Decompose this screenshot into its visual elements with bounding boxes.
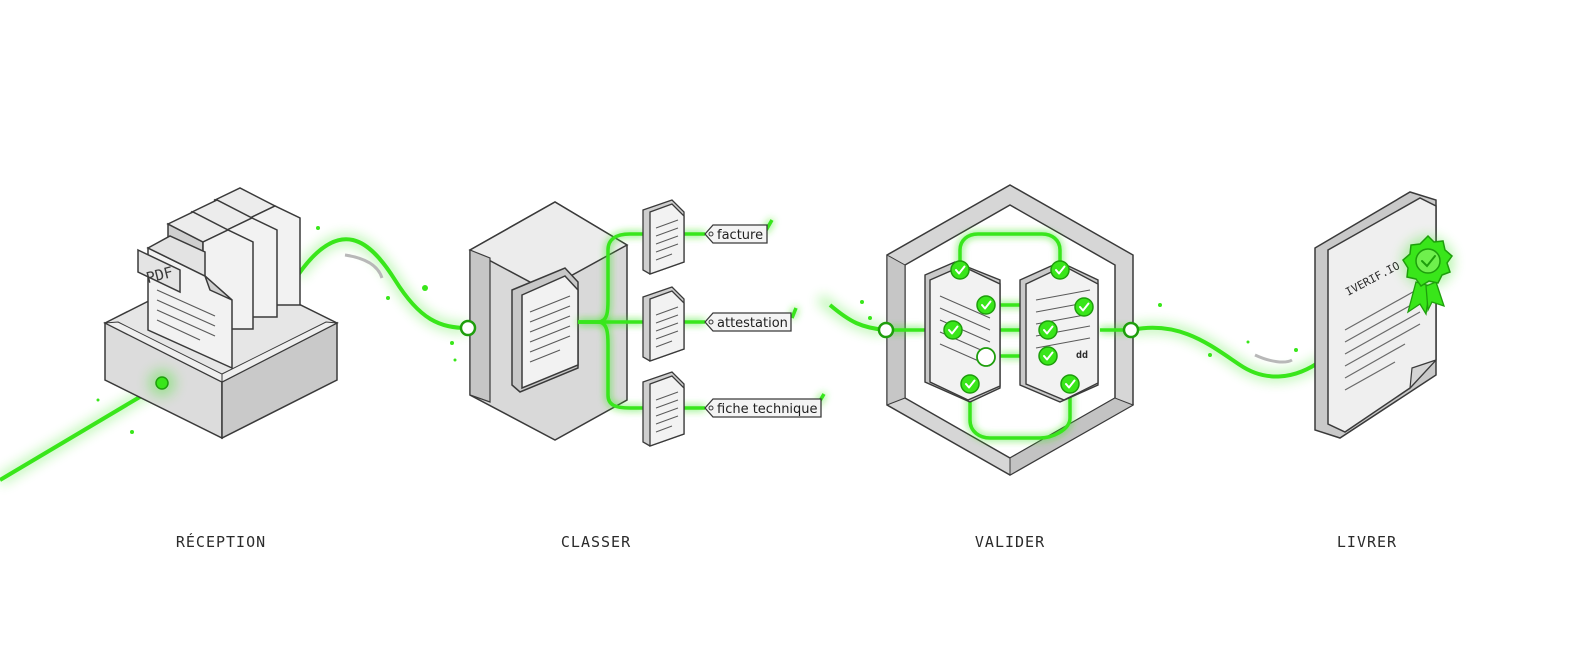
checkmark-icon — [943, 320, 963, 340]
classify-block — [459, 201, 826, 441]
stage-label-classer: CLASSER — [560, 533, 632, 551]
validate-doc-right — [1019, 261, 1099, 403]
checkmark-icon — [1038, 320, 1058, 340]
reception-tray: PDF — [103, 187, 339, 440]
tag-label: fiche technique — [717, 402, 818, 417]
checkmark-icon — [960, 374, 980, 394]
checkmark-icon — [1050, 260, 1070, 280]
stage-label-livrer: LIVRER — [1336, 533, 1398, 551]
doc-mark-right: dd — [1076, 350, 1088, 361]
checkmark-icon — [976, 295, 996, 315]
tag-attestation: attestation — [704, 312, 792, 332]
entry-port — [155, 376, 169, 390]
validate-output-node — [1122, 321, 1140, 339]
checkmark-icon — [1060, 374, 1080, 394]
award-badge-icon — [1402, 234, 1454, 316]
flow-lines — [0, 226, 1325, 485]
delivered-document: IVERIF.IO — [1314, 191, 1454, 439]
tag-fiche-technique: fiche technique — [704, 398, 822, 418]
stage-label-valider: VALIDER — [974, 533, 1046, 551]
checkmark-icon — [950, 260, 970, 280]
classify-input-node — [459, 319, 477, 337]
checkmark-icon — [1038, 346, 1058, 366]
tag-label: facture — [717, 228, 763, 243]
validate-input-node — [877, 321, 895, 339]
tag-facture: facture — [704, 224, 768, 244]
checkmark-icon — [1074, 297, 1094, 317]
classified-docs — [642, 199, 685, 447]
validate-block: 0A dd — [877, 184, 1140, 476]
tag-label: attestation — [717, 316, 788, 331]
document-stack — [137, 187, 301, 370]
stage-label-reception: RÉCEPTION — [175, 533, 267, 551]
